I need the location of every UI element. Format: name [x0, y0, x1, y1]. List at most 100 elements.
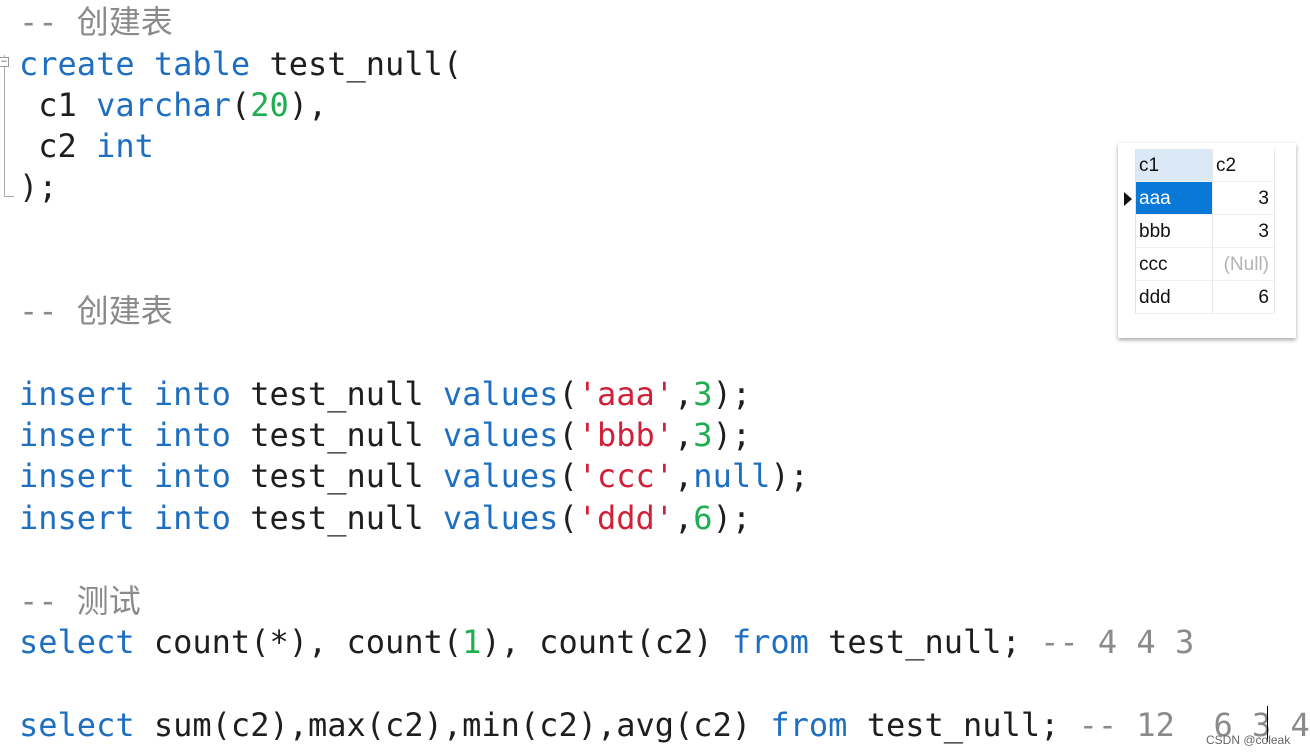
code-line[interactable]: select sum(c2),max(c2),min(c2),avg(c2) f…: [19, 705, 1310, 746]
table-row[interactable]: ccc (Null): [1118, 248, 1296, 281]
code-token: (: [558, 457, 578, 495]
keyword-token: insert: [19, 457, 135, 495]
code-token: test_null;: [847, 706, 1079, 744]
code-token: [135, 499, 154, 537]
code-line[interactable]: -- 测试: [19, 581, 141, 622]
code-token: [135, 457, 154, 495]
result-grid[interactable]: c1 c2 aaa 3 bbb 3 ccc (Null) ddd 6: [1118, 143, 1296, 338]
string-token: 'bbb': [577, 416, 675, 454]
column-header-c2[interactable]: c2: [1213, 149, 1275, 182]
grid-cell[interactable]: ddd: [1136, 281, 1213, 314]
table-row[interactable]: ddd 6: [1118, 281, 1296, 314]
code-line[interactable]: -- 创建表: [19, 2, 173, 43]
code-token: [135, 375, 154, 413]
code-token: );: [712, 375, 752, 413]
row-indicator[interactable]: [1118, 182, 1136, 215]
fold-collapse-icon[interactable]: −: [0, 57, 9, 67]
code-line[interactable]: -- 创建表: [19, 291, 173, 332]
code-token: test_null: [230, 375, 443, 413]
current-row-arrow-icon: [1124, 192, 1132, 206]
number-token: 6: [693, 499, 713, 537]
keyword-token: insert: [19, 416, 135, 454]
string-token: 'aaa': [577, 375, 675, 413]
keyword-token: int: [96, 127, 154, 165]
column-header-c1[interactable]: c1: [1136, 149, 1213, 182]
table-row[interactable]: aaa 3: [1118, 182, 1296, 215]
keyword-token: values: [442, 416, 559, 454]
keyword-token: into: [153, 499, 231, 537]
string-token: 'ccc': [577, 457, 675, 495]
grid-cell[interactable]: 3: [1213, 215, 1275, 248]
keyword-token: create: [19, 45, 135, 83]
fold-region-line: [4, 55, 14, 197]
keyword-token: from: [770, 706, 848, 744]
grid-cell-null[interactable]: (Null): [1213, 248, 1275, 281]
code-token: (: [558, 499, 578, 537]
code-token: ,: [674, 499, 694, 537]
code-line[interactable]: insert into test_null values('aaa',3);: [19, 374, 751, 415]
comment-token: -- 创建表: [19, 3, 173, 41]
keyword-token: null: [693, 457, 771, 495]
code-line[interactable]: insert into test_null values('bbb',3);: [19, 415, 751, 456]
number-token: 3: [693, 375, 713, 413]
row-indicator[interactable]: [1118, 281, 1136, 314]
code-token: test_null: [230, 416, 443, 454]
comment-token: -- 测试: [19, 582, 141, 620]
code-token: );: [712, 499, 752, 537]
code-token: [135, 45, 154, 83]
code-line[interactable]: c2 int: [19, 126, 154, 167]
grid-header-row: c1 c2: [1118, 149, 1296, 182]
code-token: ,: [674, 375, 694, 413]
code-line[interactable]: insert into test_null values('ccc',null)…: [19, 456, 809, 497]
text-cursor: [1267, 706, 1268, 742]
code-token: );: [770, 457, 809, 495]
code-token: sum(c2),max(c2),min(c2),avg(c2): [134, 706, 771, 744]
code-token: test_null(: [250, 45, 463, 83]
grid-cell[interactable]: ccc: [1136, 248, 1213, 281]
keyword-token: table: [153, 45, 251, 83]
grid-cell[interactable]: 6: [1213, 281, 1275, 314]
code-token: (: [558, 416, 578, 454]
table-row[interactable]: bbb 3: [1118, 215, 1296, 248]
code-line[interactable]: create table test_null(: [19, 44, 462, 85]
keyword-token: select: [19, 706, 135, 744]
code-token: ,: [674, 457, 694, 495]
code-token: test_null;: [808, 623, 1041, 661]
code-token: (: [230, 86, 251, 124]
code-line[interactable]: );: [19, 167, 58, 208]
keyword-token: insert: [19, 375, 135, 413]
keyword-token: into: [153, 416, 231, 454]
row-indicator[interactable]: [1118, 215, 1136, 248]
code-token: c2: [19, 127, 97, 165]
watermark: CSDN @coleak: [1206, 733, 1291, 747]
code-token: c1: [19, 86, 97, 124]
keyword-token: from: [731, 623, 809, 661]
keyword-token: values: [442, 499, 559, 537]
number-token: 1: [462, 623, 482, 661]
code-token: [135, 416, 154, 454]
code-line[interactable]: select count(*), count(1), count(c2) fro…: [19, 622, 1194, 663]
row-indicator[interactable]: [1118, 248, 1136, 281]
keyword-token: into: [153, 375, 231, 413]
comment-token: -- 创建表: [19, 292, 173, 330]
code-token: ),: [288, 86, 328, 124]
keyword-token: into: [153, 457, 231, 495]
code-line[interactable]: insert into test_null values('ddd',6);: [19, 498, 751, 539]
keyword-token: values: [442, 375, 559, 413]
code-token: );: [19, 168, 58, 206]
keyword-token: select: [19, 623, 135, 661]
code-token: test_null: [230, 457, 443, 495]
grid-cell[interactable]: aaa: [1136, 182, 1213, 215]
grid-cell[interactable]: 3: [1213, 182, 1275, 215]
row-indicator-header: [1118, 149, 1136, 182]
comment-token: -- 12 6 3 4: [1078, 706, 1310, 744]
code-token: );: [712, 416, 752, 454]
grid-cell[interactable]: bbb: [1136, 215, 1213, 248]
keyword-token: values: [442, 457, 559, 495]
comment-token: -- 4 4 3: [1040, 623, 1195, 661]
code-token: test_null: [230, 499, 443, 537]
keyword-token: insert: [19, 499, 135, 537]
code-line[interactable]: c1 varchar(20),: [19, 85, 327, 126]
code-token: count(*), count(: [134, 623, 463, 661]
